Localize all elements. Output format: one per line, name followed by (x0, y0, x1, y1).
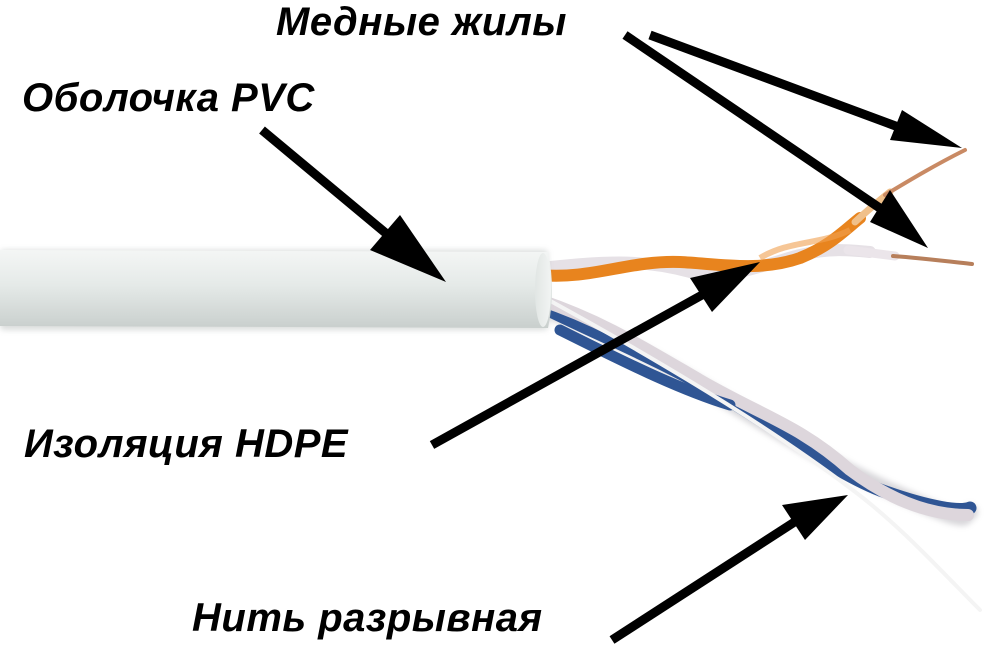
label-copper-conductors: Медные жилы (276, 0, 567, 44)
arrow-copper-lower (622, 31, 928, 248)
arrow-hdpe (429, 262, 760, 449)
rip-cord (543, 296, 982, 612)
arrow-pvc (259, 126, 446, 282)
arrow-rip-cord (609, 495, 848, 644)
copper-conductor-lower (891, 254, 974, 266)
arrows (259, 30, 962, 644)
copper-conductor-upper (883, 148, 967, 197)
label-pvc-jacket: Оболочка PVC (22, 76, 315, 120)
label-hdpe-insulation: Изоляция HDPE (24, 422, 349, 466)
label-rip-cord: Нить разрывная (192, 596, 543, 640)
arrow-copper-upper (648, 30, 962, 148)
orange-pair (534, 188, 900, 282)
pvc-jacket (0, 250, 552, 330)
